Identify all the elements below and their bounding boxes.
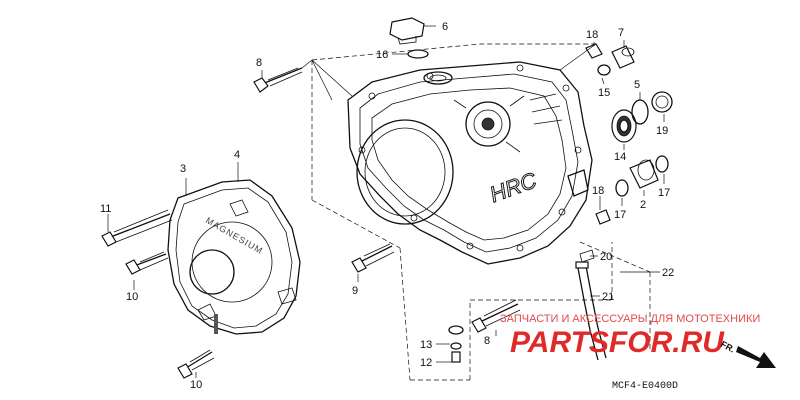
assembly-frame-lines	[311, 43, 651, 381]
callout-2: 2	[640, 199, 646, 211]
callout-15: 15	[598, 87, 610, 99]
front-direction-indicator: FR.	[719, 339, 776, 368]
clip-20	[579, 249, 595, 263]
callout-9: 9	[352, 285, 358, 297]
bolt-12-13	[448, 325, 464, 363]
bolt-10-lower	[177, 349, 215, 379]
callout-18-top: 18	[586, 29, 598, 41]
washer-15	[597, 64, 611, 76]
callout-14: 14	[614, 151, 626, 163]
callout-11: 11	[100, 203, 111, 215]
callout-6: 6	[442, 21, 448, 33]
callout-5: 5	[634, 79, 640, 91]
ignition-cover: MAGNESIUM	[167, 179, 301, 335]
dowel-18-top	[585, 43, 603, 59]
callout-7: 7	[618, 27, 624, 39]
crankcase-cover: HRC	[347, 61, 593, 265]
callout-3: 3	[180, 163, 186, 175]
callout-19: 19	[656, 125, 668, 137]
diagram-code: MCF4-E0400D	[612, 381, 678, 392]
callout-numbers: 6 16 8 18 7 15 5 14 19 3 4 18 17 2 17 11…	[100, 21, 674, 391]
bolt-8-lower	[471, 299, 521, 333]
front-arrow-icon	[736, 346, 776, 368]
bearing-14	[611, 109, 637, 143]
seal-5	[631, 99, 649, 125]
callout-22: 22	[662, 267, 674, 279]
collar-7	[611, 45, 635, 69]
callout-8-lower: 8	[484, 335, 490, 347]
callout-17-right: 17	[658, 187, 670, 199]
seal-19	[651, 91, 673, 113]
hrc-stamp: HRC	[486, 167, 539, 207]
washer-17-left	[615, 179, 629, 197]
leader-lines	[107, 25, 665, 378]
watermark-tagline: ЗАПЧАСТИ И АКСЕССУАРЫ ДЛЯ МОТОТЕХНИКИ	[500, 313, 760, 325]
watermark-brand: PARTSFOR.RU	[510, 326, 725, 359]
dowel-18-lower	[595, 209, 611, 225]
collar-2	[629, 159, 659, 189]
callout-13: 13	[420, 339, 432, 351]
o-ring-16	[407, 49, 429, 59]
callout-4: 4	[234, 149, 240, 161]
callout-18-lower: 18	[592, 185, 604, 197]
callout-8-top: 8	[256, 57, 262, 69]
bolt-9	[351, 243, 395, 273]
callout-20: 20	[600, 251, 612, 263]
watermark: ЗАПЧАСТИ И АКСЕССУАРЫ ДЛЯ МОТОТЕХНИКИ PA…	[500, 313, 760, 359]
callout-10-upper: 10	[126, 291, 138, 303]
callout-21: 21	[602, 291, 614, 303]
bolts	[101, 67, 521, 379]
callout-16: 16	[376, 49, 388, 61]
callout-17-left: 17	[614, 209, 626, 221]
callout-10-lower: 10	[190, 379, 202, 391]
bolt-10-upper	[125, 251, 169, 275]
callout-12: 12	[420, 357, 432, 369]
oil-filler-cap	[389, 17, 425, 45]
bolt-11	[101, 209, 173, 247]
bolt-8-top	[253, 67, 303, 93]
washer-17-right	[655, 155, 669, 173]
